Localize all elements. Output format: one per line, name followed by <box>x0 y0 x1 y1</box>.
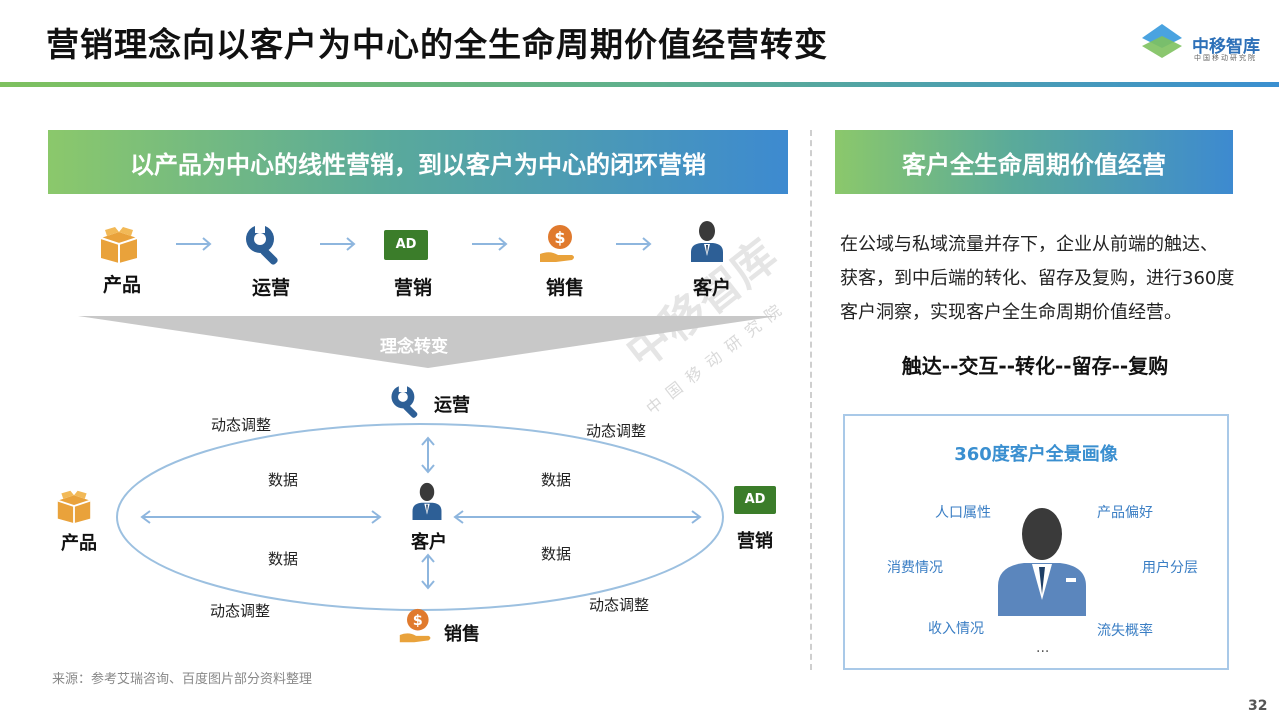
data-label-top-right: 数据 <box>541 471 572 489</box>
wrench-icon <box>246 224 278 265</box>
cycle-money-icon: $ <box>399 608 431 643</box>
product-box-icon <box>100 227 138 263</box>
funnel-slogan: 触达--交互--转化--留存--复购 <box>901 354 1169 378</box>
linear-flow-arrows <box>176 237 652 251</box>
flow-label-product: 产品 <box>102 274 141 296</box>
data-label-bottom-left: 数据 <box>268 550 299 568</box>
logo-subtitle: 中国移动研究院 <box>1194 54 1257 62</box>
attr-user-segment: 用户分层 <box>1142 560 1198 576</box>
page-number: 32 <box>1248 698 1268 714</box>
attr-income: 收入情况 <box>928 621 984 637</box>
data-label-top-left: 数据 <box>268 471 299 489</box>
portrait-box <box>843 414 1229 670</box>
cycle-customer-icon <box>412 482 442 520</box>
flow-label-customer: 客户 <box>692 277 731 299</box>
attr-more: ... <box>1036 640 1050 656</box>
dynamic-adjust-bottom-right: 动态调整 <box>589 596 650 614</box>
page-title: 营销理念向以客户为中心的全生命周期价值经营转变 <box>46 25 828 64</box>
portrait-title: 360度客户全景画像 <box>954 444 1118 465</box>
dynamic-adjust-top-right: 动态调整 <box>586 422 647 440</box>
cycle-marketing-label: 营销 <box>737 531 773 552</box>
attr-demographic: 人口属性 <box>935 505 991 521</box>
flow-label-operation: 运营 <box>251 277 290 299</box>
cycle-sales-label: 销售 <box>444 624 480 645</box>
source-note: 来源：参考艾瑞咨询、百度图片部分资料整理 <box>52 672 313 687</box>
flow-label-sales: 销售 <box>545 277 584 299</box>
cycle-arrows <box>140 436 702 590</box>
cycle-ad-icon: AD <box>734 486 776 514</box>
svg-text:$: $ <box>413 613 423 629</box>
left-banner: 以产品为中心的线性营销，到以客户为中心的闭环营销 <box>48 130 788 194</box>
logo-mark-icon <box>1142 24 1182 58</box>
svg-text:$: $ <box>554 228 565 247</box>
header-divider <box>0 82 1279 87</box>
portrait-person-icon <box>998 508 1086 616</box>
cycle-wrench-icon <box>391 384 418 418</box>
transition-funnel <box>78 316 778 368</box>
cycle-product-label: 产品 <box>61 533 97 554</box>
flow-label-marketing: 营销 <box>393 277 432 299</box>
dynamic-adjust-top-left: 动态调整 <box>211 416 272 434</box>
attr-consumption: 消费情况 <box>887 560 943 576</box>
description-text: 在公域与私域流量并存下，企业从前端的触达、获客，到中后端的转化、留存及复购，进行… <box>840 234 1235 323</box>
ad-icon: AD <box>384 230 428 260</box>
cycle-operation-label: 运营 <box>434 395 470 416</box>
data-label-bottom-right: 数据 <box>541 545 572 563</box>
money-hand-icon: $ <box>540 225 574 262</box>
cycle-customer-label: 客户 <box>411 532 447 553</box>
logo <box>1138 18 1186 64</box>
transition-label: 理念转变 <box>380 337 448 357</box>
dynamic-adjust-bottom-left: 动态调整 <box>210 602 271 620</box>
attr-churn-rate: 流失概率 <box>1097 623 1153 639</box>
right-banner: 客户全生命周期价值经营 <box>835 130 1233 194</box>
section-divider <box>810 130 812 670</box>
cycle-product-icon <box>57 490 91 524</box>
customer-icon <box>691 221 723 262</box>
attr-product-preference: 产品偏好 <box>1097 505 1153 521</box>
logo-name: 中移智库 <box>1192 37 1260 57</box>
